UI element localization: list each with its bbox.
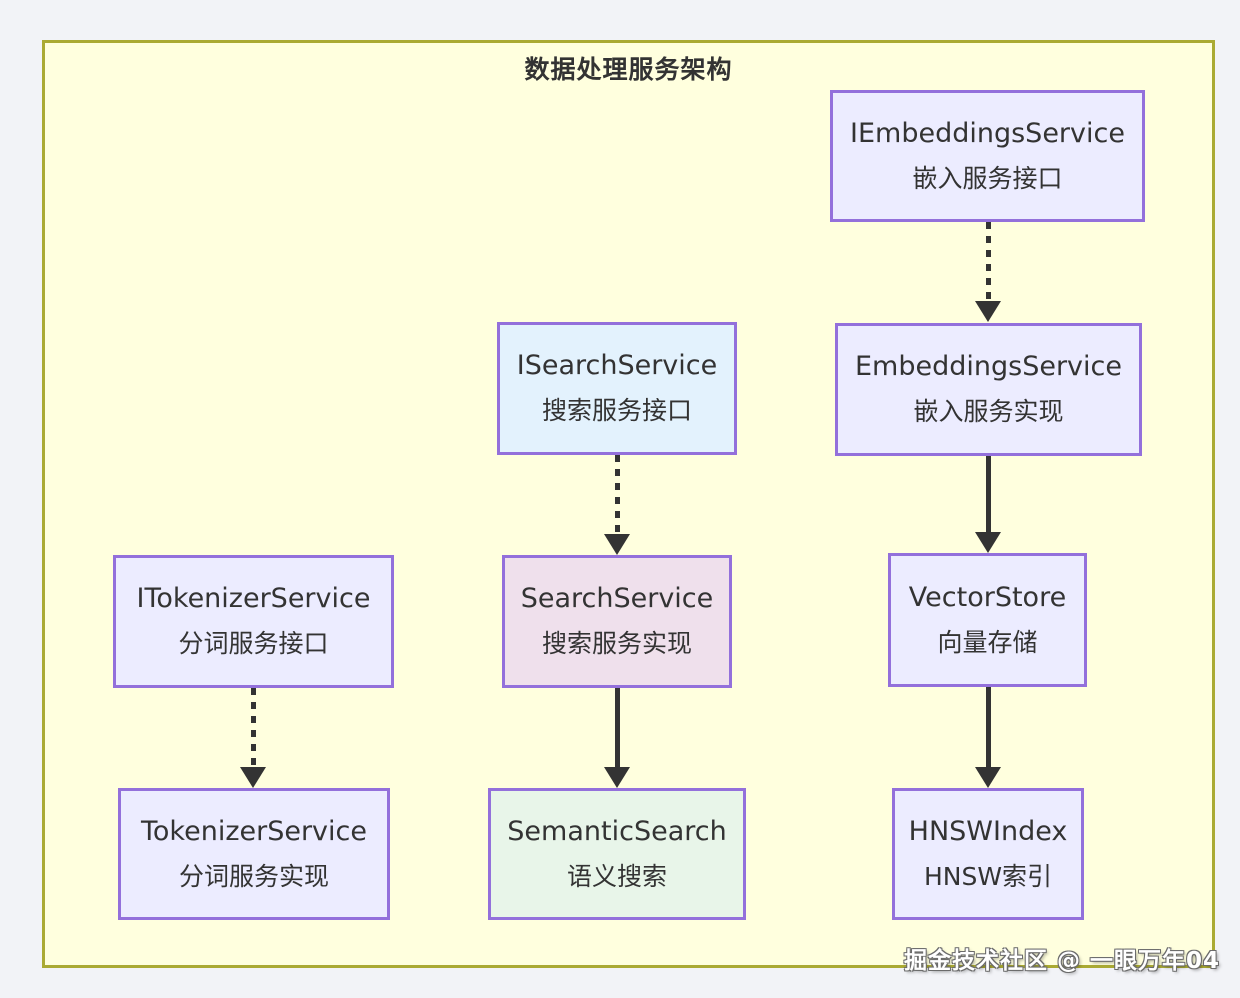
node-label-en: IEmbeddingsService [850, 117, 1125, 149]
arrowhead-down-icon [604, 767, 630, 788]
solid-line [985, 456, 991, 532]
node-label-en: ITokenizerService [136, 583, 371, 614]
dashed-line [614, 455, 620, 534]
node-isearchservice: ISearchService 搜索服务接口 [497, 322, 737, 455]
solid-line [985, 687, 991, 767]
node-tokenizerservice: TokenizerService 分词服务实现 [118, 788, 390, 920]
dashed-line [250, 688, 256, 767]
edge-vectorstore-to-hnsw-solid-arrow [975, 687, 1001, 788]
node-label-zh: 向量存储 [937, 627, 1038, 657]
node-label-zh: 嵌入服务接口 [912, 163, 1063, 193]
solid-line [614, 688, 620, 767]
node-label-zh: 搜索服务接口 [541, 396, 692, 425]
arrowhead-down-icon [240, 767, 266, 788]
diagram-title: 数据处理服务架构 [524, 55, 733, 84]
node-label-en: SemanticSearch [507, 815, 727, 847]
arrowhead-down-icon [975, 532, 1001, 553]
node-label-zh: 分词服务实现 [178, 861, 329, 891]
arrowhead-down-icon [975, 767, 1001, 788]
edge-iembeddings-to-embeddings-dashed-arrow [975, 222, 1001, 322]
node-label-en: VectorStore [908, 581, 1067, 613]
edge-search-to-semantic-solid-arrow [604, 688, 630, 788]
watermark: 掘金技术社区 @ 一眼万年04 [903, 948, 1220, 974]
node-label-en: EmbeddingsService [855, 351, 1122, 382]
node-label-zh: 嵌入服务实现 [913, 397, 1064, 426]
node-label-en: HNSWIndex [908, 815, 1068, 847]
node-label-en: ISearchService [516, 350, 718, 381]
dashed-line [985, 222, 991, 301]
node-label-zh: 分词服务接口 [178, 629, 329, 658]
node-semanticsearch: SemanticSearch 语义搜索 [488, 788, 746, 920]
node-label-zh: 语义搜索 [566, 861, 667, 891]
node-vectorstore: VectorStore 向量存储 [888, 553, 1087, 687]
edge-isearch-to-search-dashed-arrow [604, 455, 630, 555]
edge-itokenizer-to-tokenizer-dashed-arrow [240, 688, 266, 788]
node-embeddingsservice: EmbeddingsService 嵌入服务实现 [835, 323, 1142, 456]
node-searchservice: SearchService 搜索服务实现 [502, 555, 732, 688]
node-itokenizerservice: ITokenizerService 分词服务接口 [113, 555, 394, 688]
node-hnswindex: HNSWIndex HNSW索引 [892, 788, 1084, 920]
node-label-zh: HNSW索引 [923, 861, 1053, 891]
arrowhead-down-icon [604, 534, 630, 555]
node-label-zh: 搜索服务实现 [541, 629, 692, 658]
node-label-en: TokenizerService [141, 815, 367, 847]
edge-embeddings-to-vectorstore-solid-arrow [975, 456, 1001, 553]
arrowhead-down-icon [975, 301, 1001, 322]
node-label-en: SearchService [520, 583, 714, 614]
node-iembeddingsservice: IEmbeddingsService 嵌入服务接口 [830, 90, 1145, 222]
